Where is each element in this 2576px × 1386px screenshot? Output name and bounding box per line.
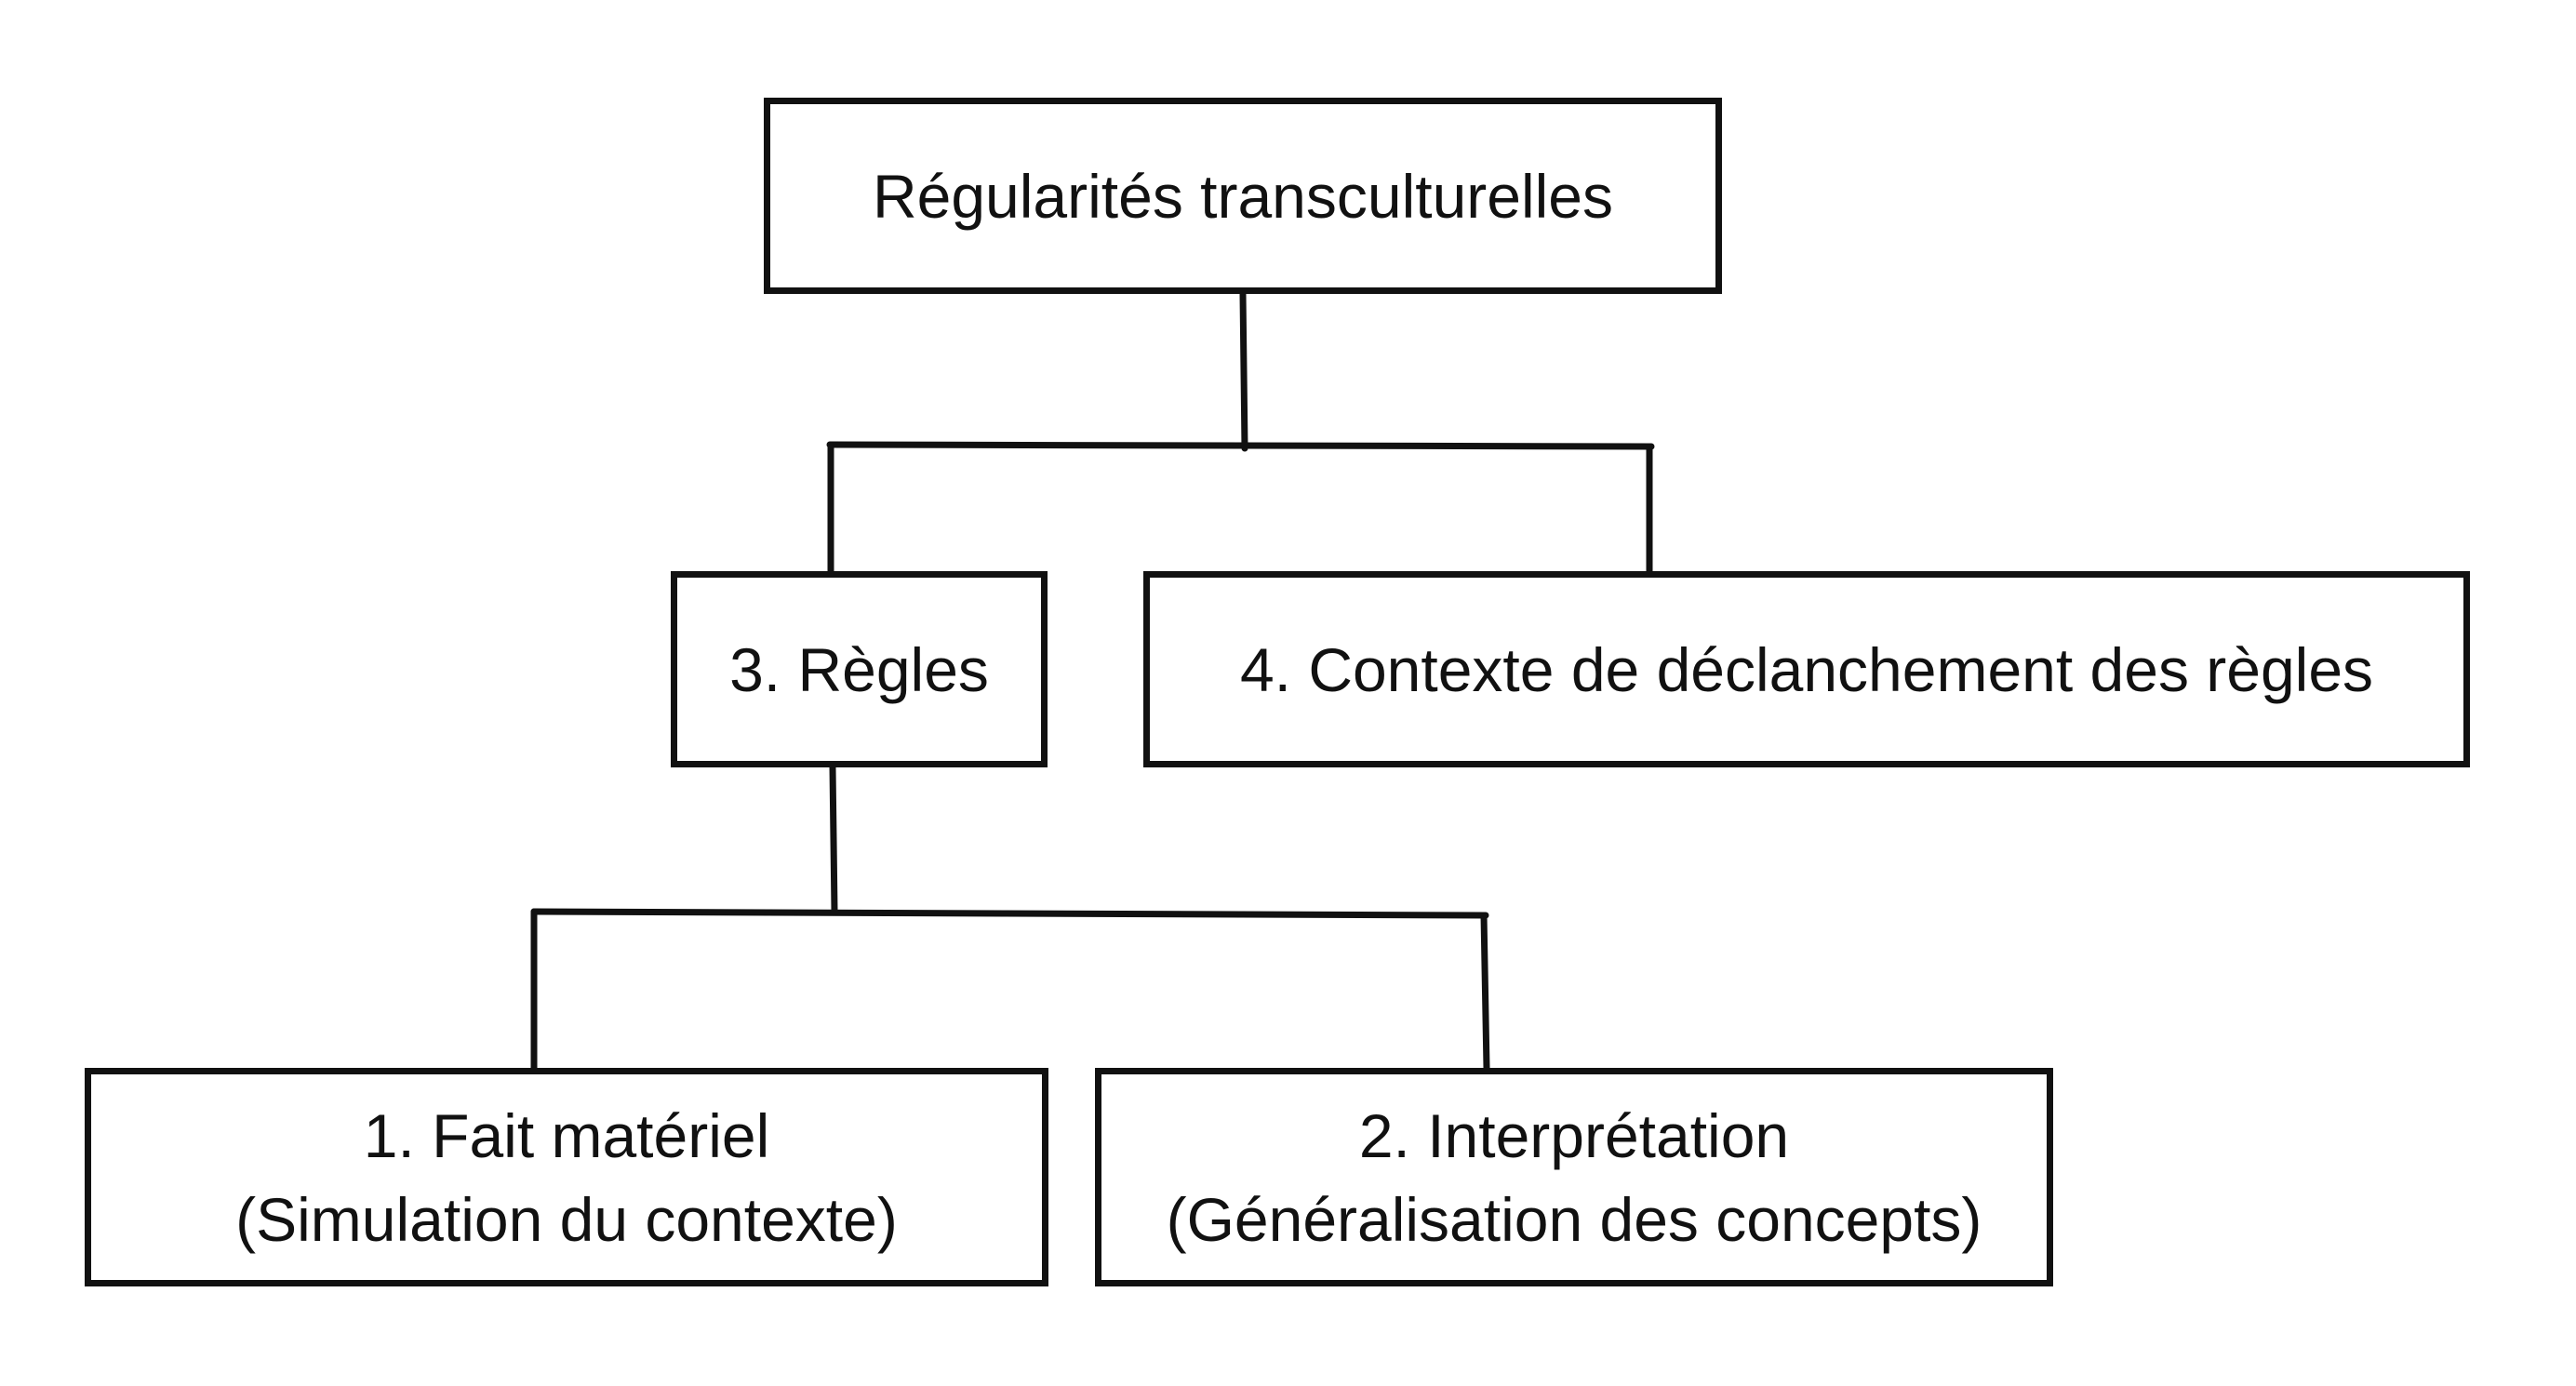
node-fait-materiel: 1. Fait matériel (Simulation du contexte… bbox=[85, 1068, 1048, 1286]
connector-bar-level2 bbox=[530, 908, 1489, 919]
node-contexte-declanchement: 4. Contexte de déclanchement des règles bbox=[1143, 571, 2470, 767]
node-interpretation: 2. Interprétation (Généralisation des co… bbox=[1095, 1068, 2053, 1286]
node-root-label: Régularités transculturelles bbox=[872, 161, 1614, 231]
node-contexte-label: 4. Contexte de déclanchement des règles bbox=[1239, 634, 2374, 704]
connector-to-interpretation bbox=[1480, 912, 1490, 1072]
node-interpretation-line1: 2. Interprétation bbox=[1358, 1100, 1790, 1170]
node-regularites-transculturelles: Régularités transculturelles bbox=[764, 98, 1722, 294]
node-fait-line1: 1. Fait matériel bbox=[363, 1100, 770, 1170]
node-regles-label: 3. Règles bbox=[729, 634, 989, 704]
connector-bar-level1 bbox=[826, 441, 1655, 450]
node-interpretation-line2: (Généralisation des concepts) bbox=[1166, 1184, 1982, 1254]
connector-root-stem bbox=[1239, 290, 1248, 452]
node-regles: 3. Règles bbox=[671, 571, 1048, 767]
node-fait-line2: (Simulation du contexte) bbox=[235, 1184, 898, 1254]
connector-regles-stem bbox=[829, 764, 838, 915]
